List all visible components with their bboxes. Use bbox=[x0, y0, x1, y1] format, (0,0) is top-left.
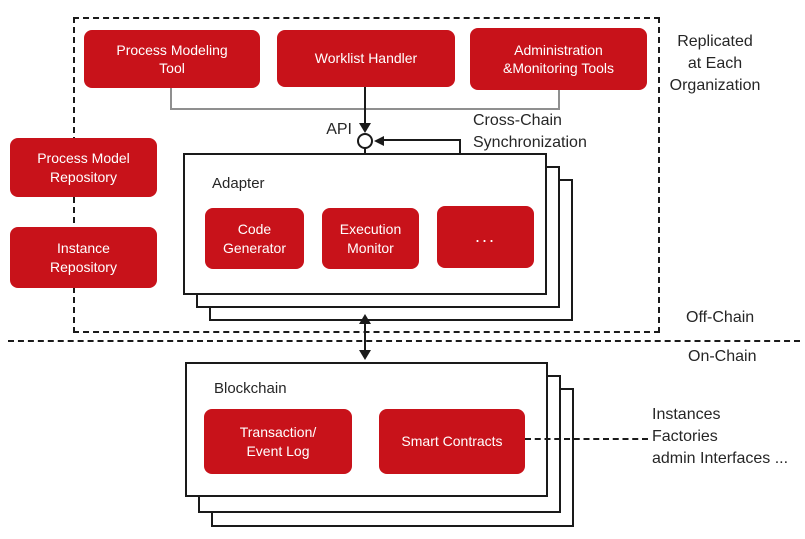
api-label: API bbox=[326, 121, 352, 138]
adapter-ellipsis-box: ... bbox=[437, 206, 534, 268]
transaction-event-log-box: Transaction/ Event Log bbox=[204, 409, 352, 474]
code-generator-box: Code Generator bbox=[205, 208, 304, 269]
smart-contracts-box: Smart Contracts bbox=[379, 409, 525, 474]
worklist-api-line bbox=[364, 87, 366, 124]
execution-monitor-box: Execution Monitor bbox=[322, 208, 419, 269]
offchain-onchain-arrow-line bbox=[364, 320, 366, 354]
process-model-repository-box: Process Model Repository bbox=[10, 138, 157, 197]
worklist-handler-box: Worklist Handler bbox=[277, 30, 455, 87]
smart-contracts-connector-line bbox=[525, 438, 648, 440]
offchain-arrowhead-up-icon bbox=[359, 314, 371, 324]
chain-divider-line bbox=[8, 340, 800, 342]
off-chain-label: Off-Chain bbox=[686, 309, 755, 326]
api-circle-icon bbox=[357, 133, 373, 149]
amt-drop-line bbox=[558, 90, 560, 110]
cross-chain-label: Cross-Chain Synchronization bbox=[473, 112, 587, 151]
pmt-drop-line bbox=[170, 88, 172, 110]
admin-monitoring-tools-box: Administration &Monitoring Tools bbox=[470, 28, 647, 90]
onchain-arrowhead-down-icon bbox=[359, 350, 371, 360]
cross-chain-line-horizontal bbox=[383, 139, 461, 141]
api-adapter-stub-line bbox=[364, 148, 366, 155]
cross-chain-line-vertical bbox=[459, 139, 461, 154]
cross-chain-arrowhead-icon bbox=[374, 136, 384, 146]
instances-note: Instances Factories admin Interfaces ... bbox=[652, 406, 789, 467]
adapter-box: Adapter Code Generator Execution Monitor… bbox=[183, 153, 547, 295]
replicated-note: Replicated at Each Organization bbox=[669, 33, 761, 94]
api-arrowhead-down-icon bbox=[359, 123, 371, 133]
instance-repository-box: Instance Repository bbox=[10, 227, 157, 288]
on-chain-label: On-Chain bbox=[688, 348, 757, 365]
process-modeling-tool-box: Process Modeling Tool bbox=[84, 30, 260, 88]
blockchain-title: Blockchain bbox=[214, 380, 287, 397]
adapter-title: Adapter bbox=[212, 175, 265, 192]
blockchain-box: Blockchain Transaction/ Event Log Smart … bbox=[185, 362, 548, 497]
